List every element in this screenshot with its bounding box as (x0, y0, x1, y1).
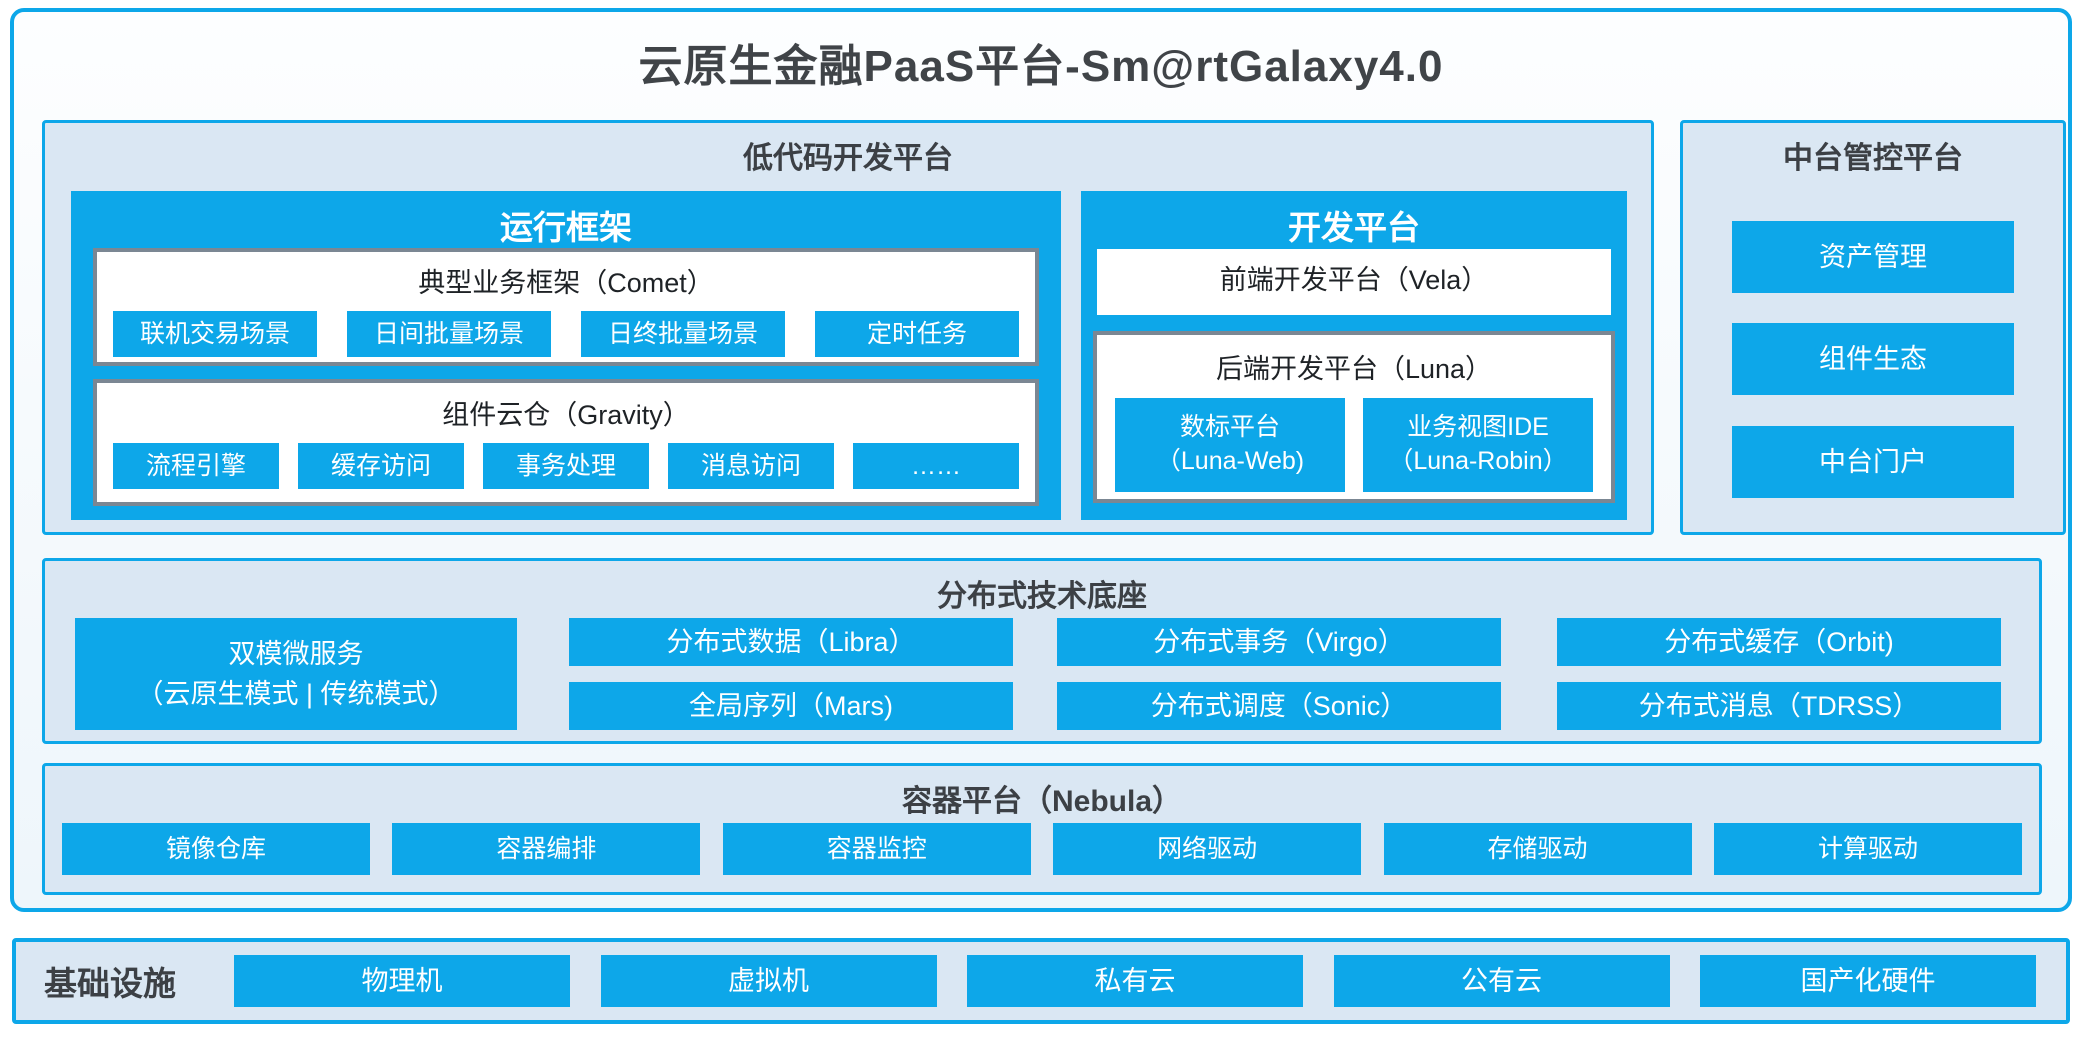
infra-item-virtual-machine: 虚拟机 (600, 955, 937, 1007)
infra-item-physical-machine: 物理机 (234, 955, 570, 1007)
container-item-orchestration: 容器编排 (392, 823, 701, 875)
distributed-transaction-virgo-box: 分布式事务（Virgo） (1057, 618, 1501, 666)
dual-mode-microservice-box: 双模微服务 （云原生模式 | 传统模式） (75, 618, 517, 730)
distributed-tech-base-panel: 分布式技术底座 双模微服务 （云原生模式 | 传统模式） 分布式数据（Libra… (42, 558, 2042, 744)
midplatform-item-portal: 中台门户 (1732, 426, 2014, 498)
infrastructure-label: 基础设施 (44, 965, 176, 1002)
gravity-items-row: 流程引擎 缓存访问 事务处理 消息访问 …… (97, 443, 1035, 489)
luna-backend-title: 后端开发平台（Luna） (1215, 354, 1493, 384)
luna-backend-box: 后端开发平台（Luna） 数标平台 （Luna-Web) 业务视图IDE （Lu… (1093, 331, 1615, 503)
outer-frame: 云原生金融PaaS平台-Sm@rtGalaxy4.0 低代码开发平台 运行框架 … (10, 8, 2072, 912)
vela-frontend-box: 前端开发平台（Vela） (1097, 249, 1611, 315)
infra-item-domestic-hardware: 国产化硬件 (1700, 955, 2036, 1007)
runtime-framework-panel: 运行框架 典型业务框架（Comet） 联机交易场景 日间批量场景 日终批量场景 … (71, 191, 1061, 520)
comet-item-scheduled-task: 定时任务 (815, 311, 1019, 357)
infrastructure-panel: 基础设施 物理机 虚拟机 私有云 公有云 国产化硬件 (12, 938, 2070, 1024)
dual-mode-line2: （云原生模式 | 传统模式） (136, 679, 456, 709)
gravity-item-ellipsis: …… (853, 443, 1019, 489)
dev-platform-header: 开发平台 (1288, 209, 1420, 246)
container-items-row: 镜像仓库 容器编排 容器监控 网络驱动 存储驱动 计算驱动 (45, 823, 2039, 875)
comet-framework-box: 典型业务框架（Comet） 联机交易场景 日间批量场景 日终批量场景 定时任务 (93, 248, 1039, 366)
gravity-item-process-engine: 流程引擎 (113, 443, 279, 489)
lowcode-platform-panel: 低代码开发平台 运行框架 典型业务框架（Comet） 联机交易场景 日间批量场景… (42, 120, 1654, 535)
comet-framework-title: 典型业务框架（Comet） (418, 268, 714, 298)
midplatform-control-header: 中台管控平台 (1783, 142, 1963, 175)
comet-items-row: 联机交易场景 日间批量场景 日终批量场景 定时任务 (97, 311, 1035, 357)
dual-mode-line1: 双模微服务 (228, 638, 364, 669)
runtime-framework-header: 运行框架 (500, 209, 632, 246)
global-sequence-mars-box: 全局序列（Mars) (569, 682, 1013, 730)
container-item-network-driver: 网络驱动 (1053, 823, 1362, 875)
luna-items-row: 数标平台 （Luna-Web) 业务视图IDE （Luna-Robin） (1097, 398, 1611, 492)
midplatform-item-component-ecosystem: 组件生态 (1732, 323, 2014, 395)
gravity-item-message-access: 消息访问 (668, 443, 834, 489)
dev-platform-panel: 开发平台 前端开发平台（Vela） 后端开发平台（Luna） 数标平台 （Lun… (1081, 191, 1627, 520)
distributed-tech-base-header: 分布式技术底座 (937, 580, 1147, 613)
page-title: 云原生金融PaaS平台-Sm@rtGalaxy4.0 (638, 42, 1444, 91)
luna-robin-item: 业务视图IDE （Luna-Robin） (1363, 398, 1593, 492)
container-item-storage-driver: 存储驱动 (1383, 823, 1692, 875)
infrastructure-items-row: 物理机 虚拟机 私有云 公有云 国产化硬件 (234, 955, 2066, 1007)
gravity-item-cache-access: 缓存访问 (298, 443, 464, 489)
gravity-warehouse-box: 组件云仓（Gravity） 流程引擎 缓存访问 事务处理 消息访问 …… (93, 379, 1039, 506)
luna-robin-label: 业务视图IDE (1407, 413, 1549, 442)
luna-web-label: 数标平台 (1179, 413, 1280, 442)
vela-frontend-title: 前端开发平台（Vela） (1219, 265, 1489, 295)
container-item-compute-driver: 计算驱动 (1713, 823, 2022, 875)
comet-item-endofday-batch: 日终批量场景 (581, 311, 785, 357)
midplatform-item-asset-mgmt: 资产管理 (1732, 221, 2014, 293)
comet-item-daytime-batch: 日间批量场景 (347, 311, 551, 357)
container-platform-panel: 容器平台（Nebula） 镜像仓库 容器编排 容器监控 网络驱动 存储驱动 计算… (42, 763, 2042, 895)
comet-item-online-trade: 联机交易场景 (113, 311, 317, 357)
container-item-monitoring: 容器监控 (722, 823, 1031, 875)
distributed-data-libra-box: 分布式数据（Libra） (569, 618, 1013, 666)
midplatform-control-panel: 中台管控平台 资产管理 组件生态 中台门户 (1680, 120, 2066, 535)
luna-web-item: 数标平台 （Luna-Web) (1115, 398, 1345, 492)
infra-item-private-cloud: 私有云 (967, 955, 1303, 1007)
infra-item-public-cloud: 公有云 (1333, 955, 1670, 1007)
distributed-scheduling-sonic-box: 分布式调度（Sonic） (1057, 682, 1501, 730)
container-item-image-registry: 镜像仓库 (62, 823, 370, 875)
luna-web-code: （Luna-Web) (1155, 447, 1305, 475)
distributed-cache-orbit-box: 分布式缓存（Orbit) (1557, 618, 2001, 666)
luna-robin-code: （Luna-Robin） (1388, 447, 1568, 475)
distributed-message-tdrss-box: 分布式消息（TDRSS） (1557, 682, 2001, 730)
gravity-warehouse-title: 组件云仓（Gravity） (442, 400, 690, 430)
container-platform-header: 容器平台（Nebula） (901, 785, 1183, 818)
lowcode-platform-header: 低代码开发平台 (743, 142, 953, 175)
gravity-item-transaction: 事务处理 (483, 443, 649, 489)
